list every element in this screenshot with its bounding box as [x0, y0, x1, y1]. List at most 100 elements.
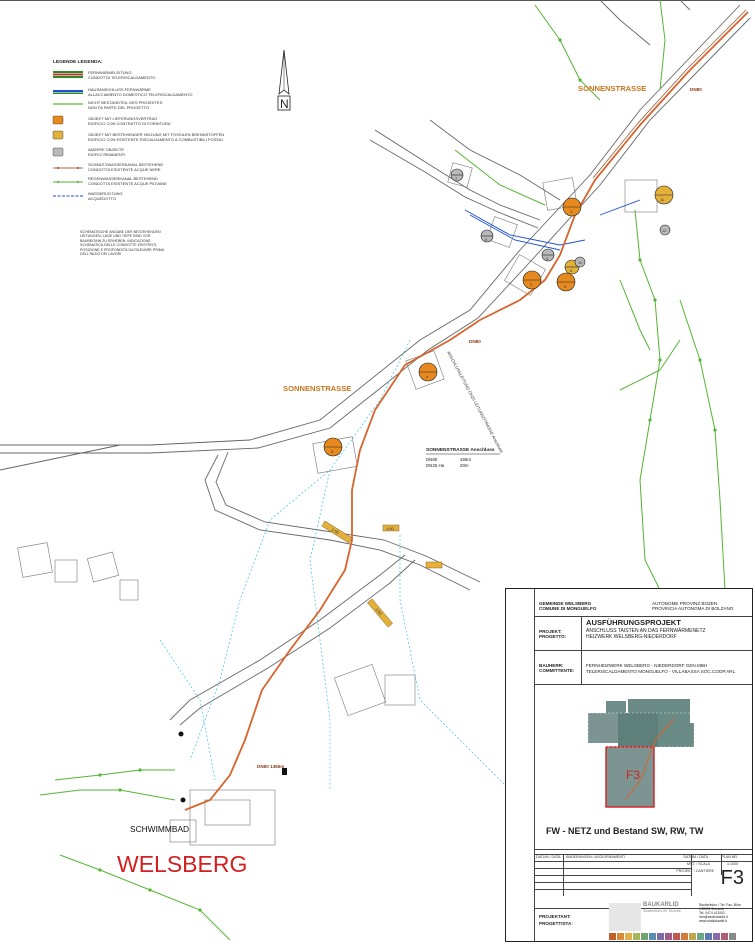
svg-text:EDIFICIO CON ESISTENTE RISCALD: EDIFICIO CON ESISTENTE RISCALDAMENTO A C…	[88, 137, 223, 142]
building-marker[interactable]: 12	[659, 224, 671, 236]
svg-text:CONDOTTA TELERISCALDAMENTO: CONDOTTA TELERISCALDAMENTO	[88, 75, 155, 80]
svg-text:N: N	[280, 97, 289, 111]
bauherr-label-it: COMMITTENTE:	[539, 668, 575, 673]
svg-text:2: 2	[530, 282, 533, 287]
building-marker[interactable]: 5	[323, 437, 343, 457]
building-marker[interactable]: 3	[556, 272, 576, 292]
building-marker[interactable]: 1	[562, 197, 582, 217]
svg-text:DN25 Ha: DN25 Ha	[426, 463, 445, 468]
dn-label-mid: DN80	[469, 339, 481, 344]
bauherr-de: FERNHEIZWERK WELSBERG - NIEDERDORF GEN.M…	[586, 663, 708, 668]
sheet-number: F3	[720, 867, 744, 889]
legend-item: WASSERLEITUNG ACQUEDOTTO	[53, 191, 123, 201]
building-markers: 1 2 3 4 5 11 6 7 8 9 10 12	[323, 168, 674, 457]
gemeinde-de: GEMEINDE WELSBERG	[539, 601, 592, 606]
svg-text:HAUSANSCHLUSS FERNWÄRME: HAUSANSCHLUSS FERNWÄRME	[88, 87, 151, 92]
office-stamp: BAUKARLID Studienbüro für Technik Studie…	[609, 902, 749, 941]
connection-pipe-label: ANSCHLUSSLEITUNG DN25 LEITUNGSTRASSE Ans…	[446, 350, 504, 453]
svg-text:7: 7	[455, 176, 458, 181]
legend-item: ANDERE OBJEKTE EDIFICI RIMANENTI	[52, 147, 125, 157]
svg-text:9: 9	[546, 256, 549, 261]
svg-text:465m: 465m	[460, 457, 471, 462]
street-label-top: SONNENSTRASSE	[578, 84, 646, 93]
building-marker[interactable]: 7	[450, 168, 464, 182]
plan-title: FW - NETZ und Bestand SW, RW, TW	[546, 826, 704, 836]
svg-text:4: 4	[426, 374, 429, 379]
svg-text:WASSERLEITUNG: WASSERLEITUNG	[88, 191, 123, 196]
section-flag: 1:50	[321, 520, 353, 544]
projekt-subtitle-1: ANSCHLUSS TAISTEN AN DAS FERNWÄRMENETZ	[586, 628, 706, 634]
revision-grid: DATUM / DATA ÄNDERUNGEN / AGGIORNAMENTI …	[534, 854, 752, 896]
svg-text:5: 5	[331, 449, 334, 454]
building-marker[interactable]: 2	[522, 270, 542, 290]
road-network	[0, 0, 751, 726]
key-map: F3	[587, 699, 695, 808]
logo-text: BAUKARLID	[643, 902, 679, 908]
svg-text:NON FA PARTE DEL PROGETTO: NON FA PARTE DEL PROGETTO	[88, 105, 149, 110]
section-flag: 1:50	[367, 598, 393, 628]
bauherr-label-de: BAUHERR:	[539, 663, 564, 668]
legend-item: NICHT BESTANDTEIL DES PROJEKTES NON FA P…	[53, 100, 163, 110]
svg-text:ACQUEDOTTO: ACQUEDOTTO	[88, 196, 116, 201]
svg-text:20m: 20m	[460, 463, 469, 468]
svg-text:REGENWASSERKANAL BESTEHEND: REGENWASSERKANAL BESTEHEND	[88, 176, 158, 181]
building-marker[interactable]: 9	[541, 248, 555, 262]
svg-text:1:50: 1:50	[374, 607, 383, 617]
projekt-subtitle-2: HEIZWERK WELSBERG-NIEDERDORF	[586, 634, 677, 640]
svg-text:12: 12	[662, 228, 667, 233]
building-marker[interactable]: 11	[654, 185, 674, 205]
svg-text:CONDOTTA ESISTENTE ACQUE NERE: CONDOTTA ESISTENTE ACQUE NERE	[88, 167, 161, 172]
legend-note: SCHEMATISCHE ANGABE DER BESTEHENDEN LEIT…	[80, 230, 165, 257]
svg-text:EDIFICIO CON CONTRATTO DI FORN: EDIFICIO CON CONTRATTO DI FORNITURA	[88, 121, 171, 126]
svg-text:10: 10	[578, 260, 583, 265]
svg-text:ALLACCIAMENTO DOMESTICO TELERI: ALLACCIAMENTO DOMESTICO TELERISCALDAMENT…	[88, 92, 192, 97]
svg-text:ANDERE OBJEKTE: ANDERE OBJEKTE	[88, 147, 124, 152]
svg-text:1:50: 1:50	[331, 527, 341, 536]
projektant-label-it: PROGETTISTA:	[539, 921, 573, 926]
street-label-mid: SONNENSTRASSE	[283, 384, 351, 393]
projekt-label-it: PROGETTO:	[539, 634, 567, 639]
legend-item: OBJEKT MIT BESTEHENDER HEIZUNG MIT FOSSI…	[52, 130, 224, 142]
cyan-boundaries	[159, 339, 521, 801]
anschluss-summary: SONNENSTRASSE Anschluss DN80 465m DN25 H…	[426, 447, 500, 468]
svg-text:6: 6	[570, 268, 573, 273]
north-arrow: N	[277, 49, 291, 111]
svg-text:SCHMUTZWASSERKANAL BESTEHEND: SCHMUTZWASSERKANAL BESTEHEND	[88, 162, 163, 167]
bauherr-it: TELERISCALDAMENTO MONGUELFO - VILLABASSA…	[586, 669, 736, 674]
building-marker[interactable]: 10	[574, 256, 586, 268]
building-marker[interactable]: 4	[418, 362, 438, 382]
svg-text:OBJEKT MIT LIEFERUNGSVERTRAG: OBJEKT MIT LIEFERUNGSVERTRAG	[88, 116, 157, 121]
title-block: GEMEINDE WELSBERG COMUNE DI MONGUELFO AU…	[505, 588, 753, 942]
svg-text:11: 11	[660, 197, 665, 202]
legend-item: SCHMUTZWASSERKANAL BESTEHEND CONDOTTA ES…	[53, 162, 163, 172]
svg-text:NICHT BESTANDTEIL DES PROJEKTE: NICHT BESTANDTEIL DES PROJEKTES	[88, 100, 163, 105]
legend-item: REGENWASSERKANAL BESTEHEND CONDOTTA ESIS…	[53, 176, 167, 186]
svg-text:FERNWÄRMELEITUNG: FERNWÄRMELEITUNG	[88, 70, 132, 75]
green-manholes	[98, 38, 717, 912]
logo-icon	[609, 903, 641, 931]
dn-label-bottom: DN80 1365m	[257, 764, 284, 769]
svg-text:CONDOTTA ESISTENTE ACQUE PIOVA: CONDOTTA ESISTENTE ACQUE PIOVANE	[88, 181, 167, 186]
projektant-label-de: PROJEKTANT:	[539, 914, 571, 919]
district-heating-edge	[592, 9, 747, 179]
projekt-label-de: PROJEKT:	[539, 629, 562, 634]
svg-text:8: 8	[485, 237, 488, 242]
projekt-title: AUSFÜHRUNGSPROJEKT	[586, 618, 681, 627]
house-connections	[464, 199, 641, 251]
town-label-welsberg: WELSBERG	[117, 851, 247, 877]
building-marker[interactable]: 8	[480, 229, 494, 243]
gemeinde-it: COMUNE DI MONGUELFO	[539, 606, 597, 611]
legend-item: OBJEKT MIT LIEFERUNGSVERTRAG EDIFICIO CO…	[52, 115, 171, 126]
svg-text:DN80: DN80	[426, 457, 438, 462]
svg-text:OBJEKT MIT BESTEHENDER HEIZUNG: OBJEKT MIT BESTEHENDER HEIZUNG MIT FOSSI…	[88, 132, 224, 137]
section-tag: 1:50	[382, 524, 443, 569]
provinz-de: AUTONOME PROVINZ BOZEN	[652, 601, 718, 606]
district-heating-main-line	[184, 11, 749, 811]
place-label-schwimmbad: SCHWIMMBAD	[130, 824, 189, 834]
legend-item: FERNWÄRMELEITUNG CONDOTTA TELERISCALDAME…	[53, 70, 155, 80]
legend-title: LEGENDE LEGENDA:	[53, 59, 103, 65]
provinz-it: PROVINCIA AUTONOMA DI BOLZANO	[652, 606, 734, 611]
legend: LEGENDE LEGENDA: FERNWÄRMELEITUNG CONDOT…	[52, 59, 224, 257]
legend-item: HAUSANSCHLUSS FERNWÄRME ALLACCIAMENTO DO…	[53, 87, 192, 97]
